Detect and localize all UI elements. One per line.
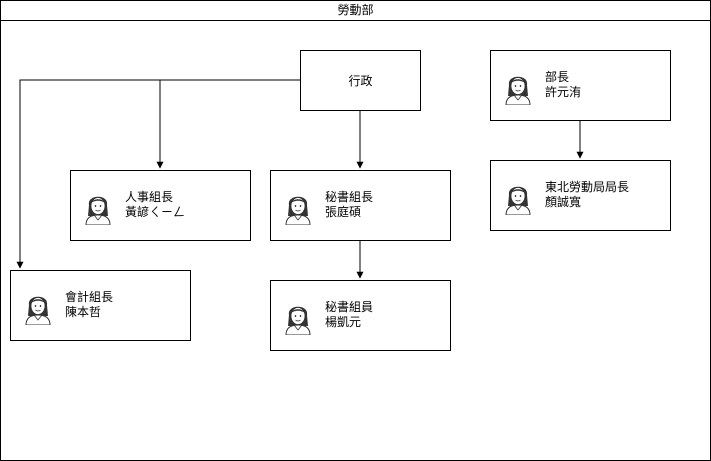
node-minister-title: 部長 [545,70,570,84]
node-accounting-lead-name: 陳本哲 [65,305,102,319]
node-northeast-director[interactable]: 東北勞動局局長 顏誠寬 [490,160,671,231]
person-avatar-icon [285,196,311,225]
person-avatar-icon [505,76,531,105]
node-northeast-director-title: 東北勞動局局長 [545,180,630,194]
frame-title: 勞動部 [1,1,710,21]
node-accounting-lead[interactable]: 會計組長 陳本哲 [10,270,191,341]
node-secretary-lead-name: 張庭碩 [325,205,362,219]
node-hr-lead[interactable]: 人事組長 黃諺ㄑㄧㄥ [70,170,251,241]
node-secretary-staff-name: 楊凱元 [325,315,362,329]
node-accounting-lead-title: 會計組長 [65,290,114,304]
node-minister-name: 許元洧 [545,85,582,99]
node-secretary-staff[interactable]: 秘書組員 楊凱元 [270,280,451,351]
node-secretary-lead[interactable]: 秘書組長 張庭碩 [270,170,451,241]
node-secretary-staff-title: 秘書組員 [325,300,374,314]
node-secretary-lead-title: 秘書組長 [325,190,374,204]
node-hr-lead-title: 人事組長 [125,190,174,204]
node-northeast-director-name: 顏誠寬 [545,195,582,209]
node-hr-lead-name: 黃諺ㄑㄧㄥ [125,205,186,219]
person-avatar-icon [25,296,51,325]
node-minister[interactable]: 部長 許元洧 [490,50,671,121]
person-avatar-icon [85,196,111,225]
node-admin-label: 行政 [348,74,373,88]
person-avatar-icon [505,186,531,215]
node-admin[interactable]: 行政 [300,50,421,111]
edge-admin-to-accounting [16,79,300,269]
person-avatar-icon [285,306,311,335]
